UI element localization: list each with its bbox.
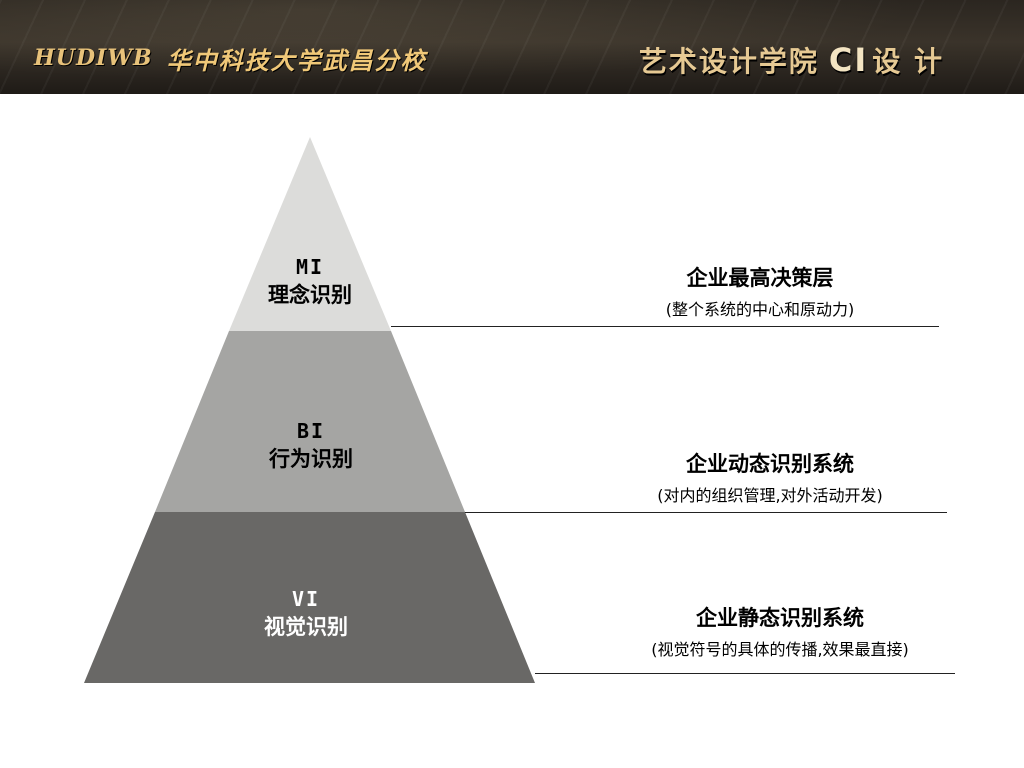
tier-code-vi: VI [291,587,321,611]
divider-line-vi [535,673,955,674]
tier-name-mi: 理念识别 [268,283,352,307]
header-title-prefix: 艺术设计学院 [638,45,819,78]
tier-label-vi: VI 视觉识别 [236,586,376,641]
logo-school-name: 华中科技大学武昌分校 [166,45,427,75]
tier-description-mi: 企业最高决策层 (整个系统的中心和原动力) [600,262,920,320]
school-logo: HUDIWB 华中科技大学武昌分校 [34,38,427,78]
header-background-texture [0,0,1024,94]
divider-line-bi [465,512,947,513]
tier-detail-vi: (视觉符号的具体的传播,效果最直接) [651,640,909,659]
tier-label-mi: MI 理念识别 [240,254,380,309]
pyramid-tier-bi [155,331,465,512]
tier-detail-bi: (对内的组织管理,对外活动开发) [657,486,883,505]
tier-description-vi: 企业静态识别系统 (视觉符号的具体的传播,效果最直接) [600,602,960,660]
tier-code-mi: MI [295,255,325,279]
tier-name-vi: 视觉识别 [264,615,348,639]
tier-heading-mi: 企业最高决策层 [686,266,834,290]
logo-mark: HUDIWB [34,45,153,71]
pyramid-tier-vi [84,512,535,683]
tier-heading-vi: 企业静态识别系统 [696,606,864,630]
header-title-ci: CI [828,41,869,79]
tier-heading-bi: 企业动态识别系统 [686,452,854,476]
tier-name-bi: 行为识别 [269,447,353,471]
pyramid-tier-mi [229,137,391,331]
tier-description-bi: 企业动态识别系统 (对内的组织管理,对外活动开发) [600,448,940,506]
divider-line-mi [391,326,939,327]
tier-label-bi: BI 行为识别 [241,418,381,473]
tier-detail-mi: (整个系统的中心和原动力) [665,300,855,319]
tier-code-bi: BI [296,419,326,443]
header-title-suffix: 设 计 [872,45,944,78]
